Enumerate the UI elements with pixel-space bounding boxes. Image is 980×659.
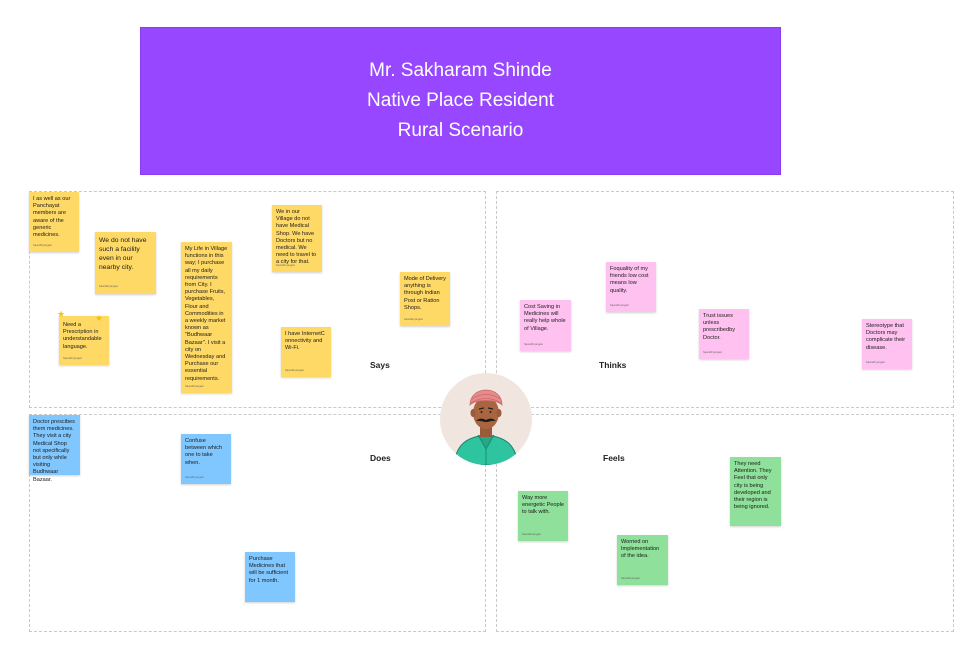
thinks-quadrant[interactable] [496,191,954,408]
sticky-author: Saurabh jangam [63,356,83,360]
sticky-text: They need Attention. They Feel that only… [734,461,772,511]
sticky-text: Need a Prescription in understandable la… [63,322,102,350]
sticky-text: Worried on Implementation of the idea. [621,539,660,560]
sticky-text: Purchase Medicines that will be sufficie… [249,556,289,584]
says-sticky-note[interactable]: ★ ★ Need a Prescription in understandabl… [57,310,109,365]
sticky-author: Saurabh jangam [185,475,205,479]
does-sticky-note[interactable]: Confuse between which one to take when. … [181,434,231,484]
sticky-author: Saurabh jangam [276,263,296,267]
star-icon: ★ [95,313,104,323]
sticky-text: Way more energetic People to talk with. [522,495,564,516]
thinks-sticky-note[interactable]: Trust issues unless prescribedby Doctor.… [699,309,749,359]
says-sticky-note[interactable]: My Life in Village functions in this way… [181,242,232,393]
sticky-text: We do not have such a facility even in o… [99,237,147,271]
sticky-author: Saurabh jangam [99,285,119,288]
does-label: Does [370,453,391,463]
persona-title-banner: Mr. Sakharam Shinde Native Place Residen… [140,27,781,175]
sticky-author: Saurabh jangam [610,303,630,307]
sticky-text: Mode of Delivery anything is through Ind… [404,276,446,311]
star-icon: ★ [57,309,66,319]
sticky-author: Saurabh jangam [866,360,886,364]
thinks-sticky-note[interactable]: Foquality of my friends low cost means l… [606,262,656,312]
sticky-author: Saurabh jangam [524,342,544,346]
says-sticky-note[interactable]: We do not have such a facility even in o… [95,232,156,294]
sticky-author: Saurabh jangam [703,350,723,354]
persona-avatar [440,373,532,465]
says-sticky-note[interactable]: I as well as our Panchayat members are a… [29,192,79,252]
persona-role: Native Place Resident [367,90,554,111]
says-label: Says [370,360,390,370]
sticky-text: Stereotype that Doctors may complicate t… [866,323,906,351]
sticky-author: Saurabh jangam [621,576,641,580]
farmer-illustration [453,389,519,465]
thinks-label: Thinks [599,360,627,370]
thinks-sticky-note[interactable]: Cost Saving in Medicines will really hel… [520,300,571,351]
says-sticky-note[interactable]: We in our Village do not have Medical Sh… [272,205,322,272]
sticky-text: Foquality of my friends low cost means l… [610,266,649,294]
sticky-author: Saurabh jangam [404,317,424,321]
sticky-author: Saurabh jangam [522,532,542,536]
sticky-text: Cost Saving in Medicines will really hel… [524,304,566,332]
sticky-author: Saurabh jangam [33,243,53,247]
says-sticky-note[interactable]: I have InternetConnectivity and Wi-Fi. S… [281,327,331,377]
persona-name: Mr. Sakharam Shinde [369,60,552,81]
sticky-text: Trust issues unless prescribedby Doctor. [703,313,736,341]
does-quadrant[interactable] [29,414,486,632]
feels-sticky-note[interactable]: They need Attention. They Feel that only… [730,457,781,526]
says-sticky-note[interactable]: Mode of Delivery anything is through Ind… [400,272,450,326]
feels-sticky-note[interactable]: Way more energetic People to talk with. … [518,491,568,541]
feels-label: Feels [603,453,625,463]
sticky-text: My Life in Village functions in this way… [185,246,228,382]
persona-scenario: Rural Scenario [397,120,524,141]
does-sticky-note[interactable]: Purchase Medicines that will be sufficie… [245,552,295,602]
does-sticky-note[interactable]: Doctor prescibes them medicines. They vi… [29,415,80,483]
feels-quadrant[interactable] [496,414,954,632]
sticky-text: I have InternetConnectivity and Wi-Fi. [285,331,325,352]
sticky-text: Confuse between which one to take when. [185,438,223,466]
thinks-sticky-note[interactable]: Stereotype that Doctors may complicate t… [862,319,912,369]
sticky-text: I as well as our Panchayat members are a… [33,196,71,239]
feels-sticky-note[interactable]: Worried on Implementation of the idea. S… [617,535,668,585]
sticky-text: Doctor prescibes them medicines. They vi… [33,419,75,483]
sticky-author: Saurabh jangam [185,384,205,388]
sticky-author: Saurabh jangam [285,368,305,372]
sticky-text: We in our Village do not have Medical Sh… [276,209,317,266]
